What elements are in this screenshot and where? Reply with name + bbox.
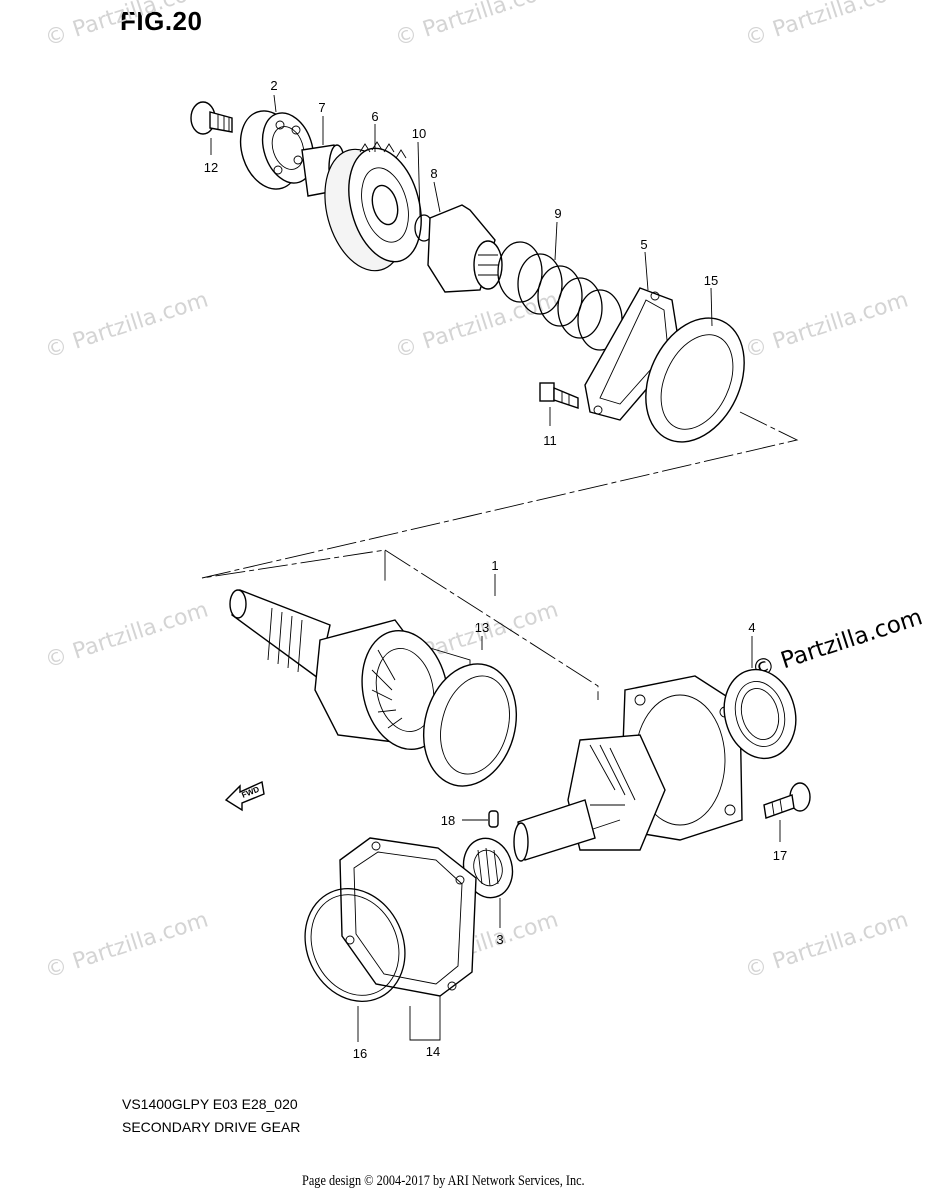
watermark-text: © Partzilla.com [392,287,561,363]
watermark-prominent: © Partzilla.com [749,604,926,684]
fwd-direction-arrow: FWD [224,780,265,812]
part-12-bolt [190,101,233,135]
watermark-text: © Partzilla.com [42,0,211,52]
watermark-text: © Partzilla.com [742,287,911,363]
callout-4: 4 [748,620,755,635]
part-9-spring [497,241,623,351]
part-17-bolt [763,782,811,819]
callout-9: 9 [554,206,561,221]
callout-2: 2 [270,78,277,93]
part-6-drive-gear [324,141,422,272]
callout-3: 3 [496,932,503,947]
model-code: VS1400GLPY E03 E28_020 [122,1096,298,1112]
part-4-oil-seal [723,668,797,760]
watermarks: © Partzilla.com © Partzilla.com © Partzi… [42,0,926,984]
callout-16: 16 [353,1046,367,1061]
callout-labels: 2 7 6 10 8 9 5 15 12 11 1 13 4 17 18 3 1… [204,78,787,1061]
watermark-text: © Partzilla.com [42,597,211,673]
callout-6: 6 [371,109,378,124]
watermark-text: © Partzilla.com [42,287,211,363]
watermark-text: © Partzilla.com [392,0,561,52]
watermark-text: © Partzilla.com [742,0,911,52]
part-13-shim [422,663,518,787]
part-15-shim [645,317,745,443]
leader-lines [210,94,781,1042]
assembly-name: SECONDARY DRIVE GEAR [122,1119,301,1135]
callout-17: 17 [773,848,787,863]
page-credit: Page design © 2004-2017 by ARI Network S… [302,1173,585,1189]
part-1-gear-case [513,675,743,862]
callout-7: 7 [318,100,325,115]
watermark-text: © Partzilla.com [42,907,211,983]
callout-15: 15 [704,273,718,288]
part-11-bolt [539,382,579,409]
part-18-dowel-pin [488,810,499,828]
part-14-cover-gasket [339,837,477,997]
callout-12: 12 [204,160,218,175]
callout-5: 5 [640,237,647,252]
callout-14: 14 [426,1044,440,1059]
callout-10: 10 [412,126,426,141]
callout-11: 11 [543,433,557,448]
part-16-o-ring [304,888,406,1002]
part-8-cam [427,204,503,293]
callout-18: 18 [441,813,455,828]
watermark-text: © Partzilla.com [742,907,911,983]
callout-1: 1 [491,558,498,573]
part-5-plate [584,287,681,421]
callout-13: 13 [475,620,489,635]
callout-8: 8 [430,166,437,181]
figure-title: FIG.20 [120,6,203,36]
part-2-bearing [239,110,315,190]
